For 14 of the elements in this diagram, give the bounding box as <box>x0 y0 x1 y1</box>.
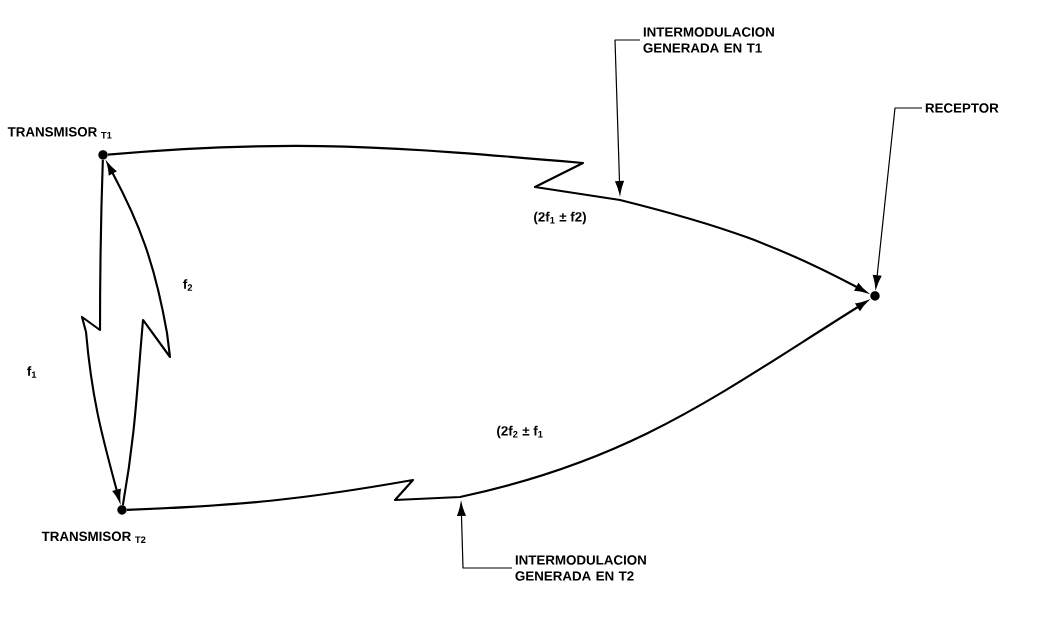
callout-text: INTERMODULACION GENERADA EN T1 <box>643 27 774 53</box>
leader-line <box>457 502 513 569</box>
leader-line <box>614 39 641 195</box>
callout-text: RECEPTOR <box>925 103 999 113</box>
station-label: TRANSMISOR $_{T2}$ <box>41 531 146 543</box>
signal-arrow <box>107 144 867 293</box>
edge-label: f$_{2}$ <box>181 277 195 293</box>
signal-arrow <box>126 300 868 511</box>
callout-text: INTERMODULACION GENERADA EN T2 <box>515 555 646 581</box>
edge-label: (2f$_{1}$ ± f2) <box>532 210 588 226</box>
edge-label: (2f$_{2}$ ± f$_{1}$ <box>495 424 545 440</box>
station-label: TRANSMISOR $_{T1}$ <box>7 127 112 139</box>
leader-line <box>872 107 923 289</box>
edge-label: f$_{1}$ <box>25 364 39 380</box>
